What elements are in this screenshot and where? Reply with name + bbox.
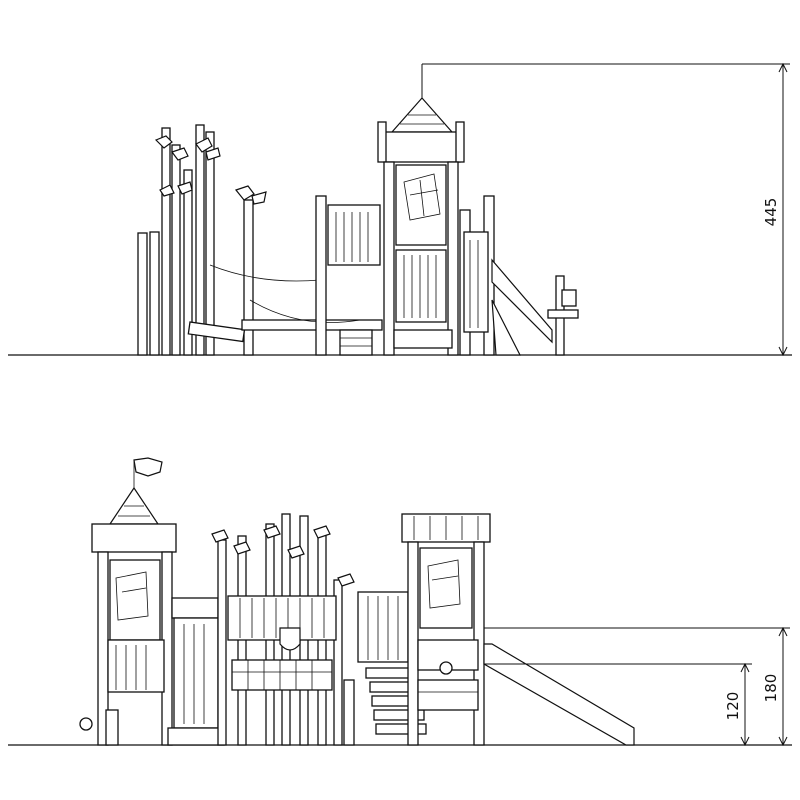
leaf-icon: [211, 529, 229, 543]
right-tower-bottom: [401, 513, 635, 746]
leaf-icon: [154, 135, 173, 149]
left-tower-bottom: [79, 457, 177, 746]
shield-crest-icon: [279, 627, 301, 651]
leaf-icon: [233, 541, 251, 555]
central-palisade-bottom: [211, 513, 355, 746]
dimension-180: 180: [484, 626, 790, 747]
left-post-cluster: [137, 124, 383, 356]
dimension-label-445: 445: [762, 198, 780, 227]
leaf-icon: [337, 573, 355, 587]
top-elevation-view: 445: [8, 62, 792, 357]
leaf-icon: [195, 137, 213, 153]
middle-house-top: [315, 195, 381, 356]
leaf-icon: [234, 185, 255, 201]
dimension-120: 120: [484, 662, 752, 747]
leaf-icon: [263, 525, 281, 539]
leaf-icon: [287, 545, 305, 559]
right-structure-top: [459, 195, 579, 356]
leaf-icon: [171, 147, 189, 161]
dimension-label-180: 180: [762, 674, 780, 703]
slide: [483, 643, 635, 746]
rope-ramp: [491, 258, 553, 344]
bottom-elevation-view: 180 120: [8, 457, 792, 747]
middle-ramp-bottom: [357, 591, 427, 735]
flag-icon: [133, 457, 163, 477]
dimension-445: 445: [422, 62, 790, 357]
central-tower-top: [377, 64, 465, 356]
small-hut-bottom: [167, 597, 225, 746]
leaf-icon: [313, 525, 331, 539]
leaf-icon: [177, 181, 193, 195]
leaf-icon: [159, 184, 175, 197]
dimension-label-120: 120: [724, 692, 742, 721]
leaf-icon: [251, 191, 267, 205]
leaf-icon: [205, 147, 221, 161]
